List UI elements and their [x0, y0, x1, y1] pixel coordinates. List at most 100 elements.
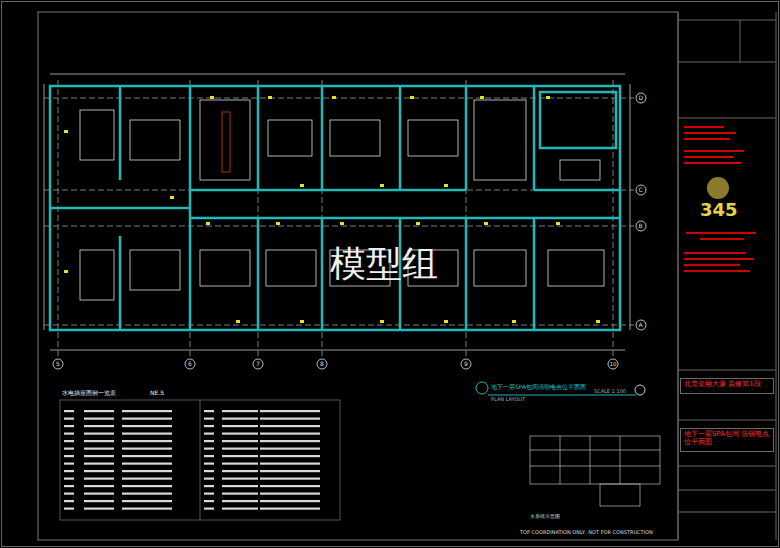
legend-row-text — [222, 448, 258, 450]
grid-letter: B — [639, 223, 643, 230]
legend-row-text — [84, 448, 114, 450]
legend-row-text — [260, 440, 320, 442]
legend-row-text — [64, 455, 74, 457]
legend-row-text — [84, 418, 114, 420]
grid-number: 8 — [320, 361, 324, 368]
legend-row-text — [222, 508, 258, 510]
plan-title: 地下一层SPA包间强弱电点位平面图 — [491, 384, 586, 391]
legend-row-text — [260, 410, 320, 412]
grid-number: 10 — [610, 361, 617, 367]
plan-title-mark — [476, 382, 645, 395]
legend-row-text — [122, 463, 172, 465]
legend-row-text — [222, 485, 258, 487]
legend-row-text — [122, 455, 172, 457]
legend-row-text — [64, 485, 74, 487]
title-block-cell: 地下一层SPA包间 强弱电点位平面图 — [680, 428, 774, 452]
legend-row-text — [122, 410, 172, 412]
legend-row-text — [122, 425, 172, 427]
legend-row-text — [84, 500, 114, 502]
legend-row-text — [122, 500, 172, 502]
legend-row-text — [122, 440, 172, 442]
legend-row-text — [222, 433, 258, 435]
construction-note: TOP COORDINATION ONLY, NOT FOR CONSTRUCT… — [520, 530, 653, 536]
legend-row-text — [64, 470, 74, 472]
legend-row-text — [64, 448, 74, 450]
title-block-notes — [684, 126, 756, 272]
legend-row-text — [222, 478, 258, 480]
key-plan-title: 水系统示意图 — [530, 514, 560, 520]
legend-title: 水电插座图例一览表 — [62, 390, 116, 397]
grid-bubbles — [53, 93, 646, 369]
legend-row-text — [122, 418, 172, 420]
legend-row-text — [84, 425, 114, 427]
legend-row-text — [122, 470, 172, 472]
legend-row-text — [64, 478, 74, 480]
legend-row-text — [64, 508, 74, 510]
grid-letter: C — [639, 187, 643, 194]
title-block-text: 地下一层SPA包间 强弱电点位平面图 — [681, 429, 773, 448]
legend-row-text — [122, 448, 172, 450]
legend-row-text — [260, 508, 320, 510]
legend-row-text — [204, 410, 214, 412]
legend-row-text — [222, 493, 258, 495]
legend-row-text — [260, 455, 320, 457]
walls — [50, 86, 620, 330]
legend-row-text — [204, 500, 214, 502]
legend-row-text — [204, 493, 214, 495]
logo-text: 345 — [700, 200, 738, 220]
key-plan — [530, 436, 660, 506]
grid-lines — [44, 80, 634, 356]
grid-number: 7 — [256, 361, 260, 368]
legend-row-text — [204, 485, 214, 487]
legend-row-text — [84, 485, 114, 487]
legend-row-text — [122, 433, 172, 435]
legend-rows — [64, 410, 320, 510]
legend-row-text — [122, 478, 172, 480]
furniture — [80, 100, 604, 300]
legend-row-text — [222, 440, 258, 442]
legend-row-text — [122, 485, 172, 487]
legend-row-text — [84, 440, 114, 442]
grid-letter: D — [639, 95, 644, 102]
legend-row-text — [260, 425, 320, 427]
electrical-points — [64, 96, 600, 323]
legend-row-text — [260, 485, 320, 487]
legend-row-text — [222, 470, 258, 472]
grid-number: 5 — [56, 361, 60, 368]
title-block-cell: 北京金融大厦 装修第1段 — [680, 378, 774, 394]
legend-row-text — [260, 478, 320, 480]
legend-row-text — [64, 433, 74, 435]
legend-row-text — [64, 418, 74, 420]
legend-row-text — [84, 470, 114, 472]
legend-row-text — [122, 508, 172, 510]
legend-row-text — [204, 425, 214, 427]
legend-row-text — [204, 470, 214, 472]
title-block-lines — [678, 12, 776, 540]
legend-row-text — [204, 478, 214, 480]
watermark: 模型组 — [330, 244, 438, 284]
legend-row-text — [84, 508, 114, 510]
legend-row-text — [222, 410, 258, 412]
legend-row-text — [84, 493, 114, 495]
drawing-frame — [38, 12, 678, 540]
legend-code: NE.5 — [150, 390, 164, 397]
legend-row-text — [222, 455, 258, 457]
legend-row-text — [64, 500, 74, 502]
legend-row-text — [260, 448, 320, 450]
legend-row-text — [204, 418, 214, 420]
legend-row-text — [84, 410, 114, 412]
legend-row-text — [122, 493, 172, 495]
legend-row-text — [64, 493, 74, 495]
legend-row-text — [64, 425, 74, 427]
title-block-text: 北京金融大厦 装修第1段 — [681, 379, 773, 391]
legend-row-text — [84, 433, 114, 435]
legend-row-text — [204, 463, 214, 465]
legend-row-text — [84, 478, 114, 480]
legend-table — [60, 400, 340, 520]
legend-row-text — [204, 448, 214, 450]
legend-row-text — [222, 425, 258, 427]
legend-row-text — [260, 493, 320, 495]
legend-row-text — [204, 433, 214, 435]
legend-row-text — [64, 463, 74, 465]
